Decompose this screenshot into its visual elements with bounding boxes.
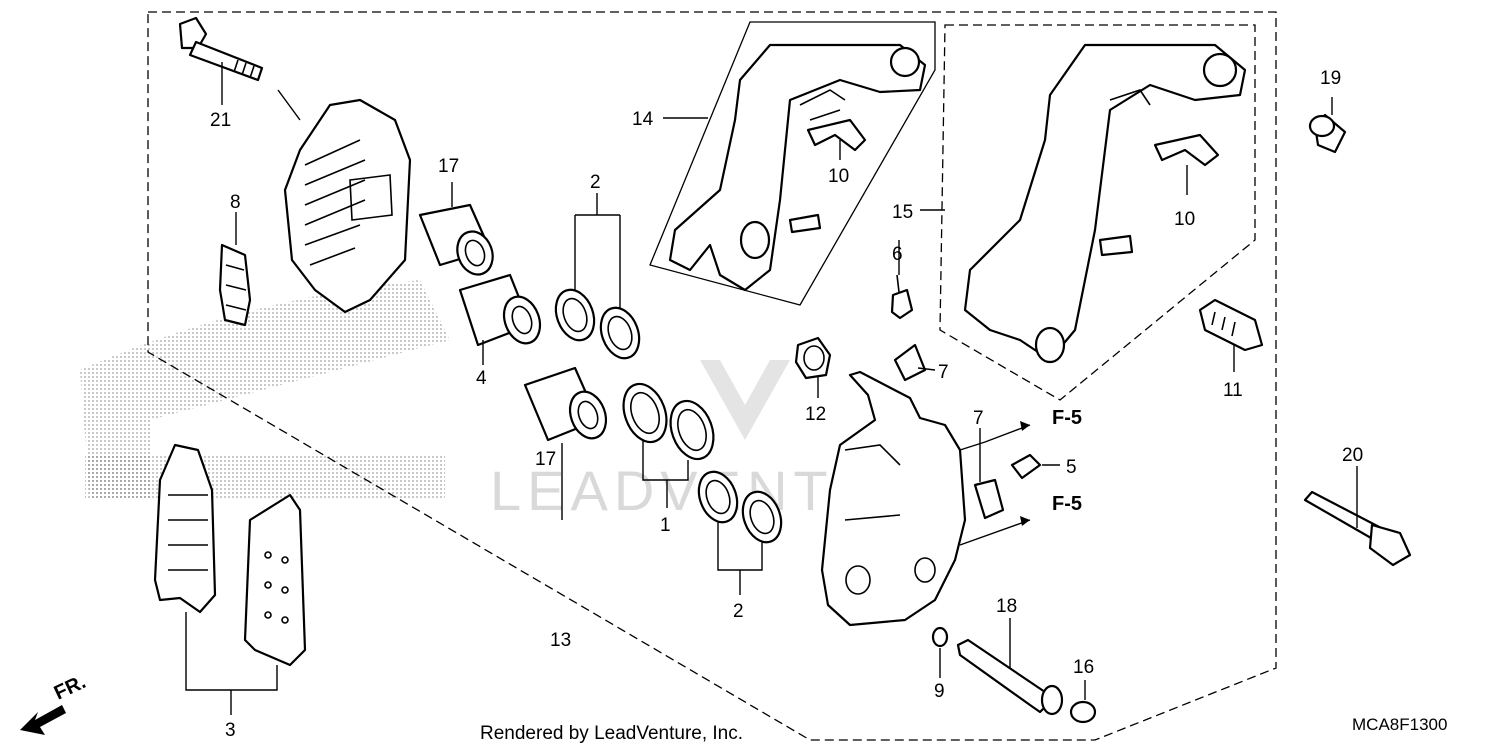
callout-5: 5 [1066,457,1077,478]
retainer-10-lower[interactable] [1153,133,1220,167]
callout-14: 14 [632,109,654,130]
bracket-15-frame [939,24,1256,401]
sleeve-17-lower[interactable] [523,366,612,443]
assembly-boundary [147,11,1277,741]
collar-19[interactable] [1308,113,1347,154]
front-indicator: FR. [51,671,89,705]
pad-spring-8[interactable] [218,243,252,327]
callout-labels: 21 8 17 2 4 17 1 2 13 3 14 10 15 10 19 6… [210,68,1363,741]
callout-6: 6 [892,244,903,265]
dotted-background [80,280,450,500]
callout-20: 20 [1342,445,1363,466]
seal-rings-2-lower[interactable] [692,466,788,547]
callout-4: 4 [476,368,487,389]
brake-pad-rear[interactable] [243,493,307,667]
arrowheads [1020,421,1030,526]
caliper-body[interactable] [820,370,967,627]
bleeder-5[interactable] [1010,453,1042,480]
seal-rings-1[interactable] [616,378,721,465]
retainer-10-upper[interactable] [806,118,867,152]
callout-10-lower: 10 [1174,209,1195,230]
callout-8: 8 [230,192,241,213]
bolt-20[interactable] [1303,490,1412,567]
caliper-cover[interactable] [283,98,412,314]
callout-9: 9 [934,681,945,702]
callout-13: 13 [550,630,571,651]
callout-18: 18 [996,596,1017,617]
callout-2-lower: 2 [733,601,744,622]
callout-15: 15 [892,202,913,223]
callout-3: 3 [225,720,236,741]
callout-2-upper: 2 [590,172,601,193]
diagram-code: MCA8F1300 [1352,715,1447,734]
callout-11: 11 [1223,380,1243,401]
bracket-14-frame [649,21,936,306]
caliper-bracket-14[interactable] [668,43,927,292]
callout-10-upper: 10 [828,166,849,187]
bolt-21[interactable] [178,16,264,82]
bleeder-6[interactable] [890,274,914,320]
callout-16: 16 [1073,657,1094,678]
footer-rendered-by: Rendered by LeadVenture, Inc. [480,723,743,744]
pin-bolt-11[interactable] [1198,298,1264,352]
ref-f5-upper: F-5 [1052,407,1082,429]
seal-rings-2-upper[interactable] [549,284,646,363]
callout-21: 21 [210,110,231,131]
sleeve-17-upper[interactable] [418,203,498,279]
callout-7-lower: 7 [973,408,984,429]
plug-16[interactable] [1069,700,1097,724]
callout-12: 12 [805,404,826,425]
callout-7-upper: 7 [938,362,949,383]
callout-1: 1 [660,515,671,536]
caliper-bracket-15[interactable] [963,43,1247,364]
sleeve-4[interactable] [458,273,546,348]
front-arrow-icon [20,705,66,735]
bleeder-cap-7-lower[interactable] [973,478,1005,520]
brake-pad-front[interactable] [153,443,217,614]
callout-19: 19 [1320,68,1341,89]
bleeder-cap-7-upper[interactable] [893,343,927,382]
pad-pin-18[interactable] [956,638,1064,716]
callout-17-upper: 17 [438,156,459,177]
plug-12[interactable] [794,336,832,380]
ref-f5-lower: F-5 [1052,493,1082,515]
callout-17-lower: 17 [535,449,556,470]
leader-lines [185,62,1358,715]
washer-9[interactable] [931,626,949,648]
